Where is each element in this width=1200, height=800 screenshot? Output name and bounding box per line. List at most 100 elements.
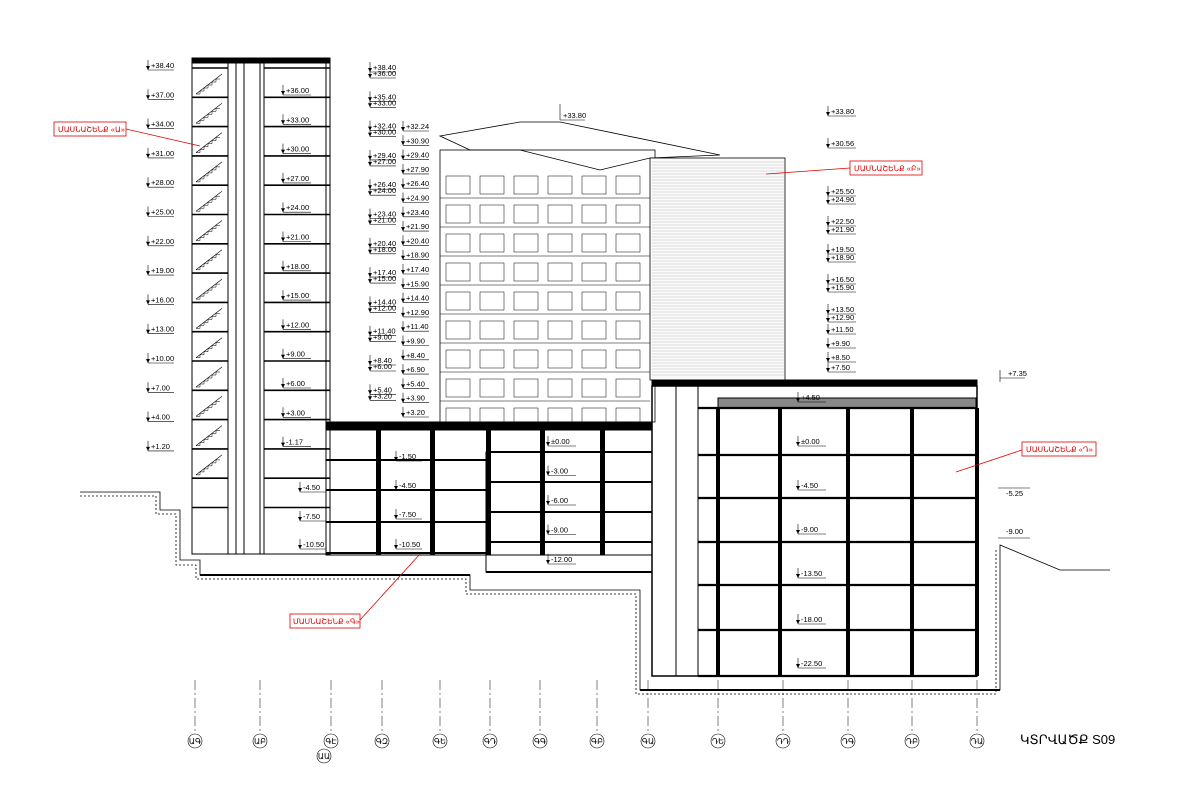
lvl-mid-17-label: +6.90 [406, 365, 425, 374]
b-window [615, 233, 641, 253]
lvl-left-0-label: +38.40 [151, 61, 174, 70]
b-window [581, 291, 607, 311]
lvl-left-5-arrow [146, 212, 150, 217]
lvl-park-0-label: -1.50 [399, 452, 416, 461]
callout-d-label: ՄԱՍՆԱՇԵՆՔ «Դ» [1026, 445, 1093, 454]
b-window [547, 378, 573, 398]
lvl-mid-0-label: +32.24 [406, 122, 429, 131]
lvl-left-7-label: +19.00 [151, 266, 174, 275]
lvl-b-0-arrow [826, 112, 830, 116]
lvl-d-6-arrow [796, 664, 800, 668]
lvl-b-5-arrow [826, 230, 830, 234]
stair-steps [196, 254, 220, 271]
parking-slabs [326, 430, 652, 573]
lvl-d-4-arrow [796, 574, 800, 578]
lvl-inner-4-label: +24.00 [286, 203, 309, 212]
lvl-left-10-label: +10.00 [151, 354, 174, 363]
lvl-left-1-arrow [146, 95, 150, 100]
lvl-inner-0-label: +36.00 [286, 86, 309, 95]
lvl-park-4-arrow [298, 488, 302, 492]
lvl-ramp-3-label: -9.00 [551, 526, 568, 535]
lvl-b-15-label: +7.50 [831, 363, 850, 372]
lvl-d-1-label: ±0.00 [801, 437, 820, 446]
parking-column [540, 430, 545, 555]
lvl-b-14-label: +8.50 [831, 353, 850, 362]
lvl-park-6-label: -10.50 [303, 540, 324, 549]
lvl-inner-7-arrow [281, 296, 285, 301]
lvl-mid-3-label: +27.90 [406, 165, 429, 174]
lvl-inner-10-label: +6.00 [286, 379, 305, 388]
lvl-b-12-label: +11.50 [831, 325, 854, 334]
axis-label-10: ԴԴ [777, 737, 789, 746]
lvl-right-1-arrow [368, 74, 372, 78]
axis-label-2: ԳԷ [325, 737, 336, 746]
b-window [581, 262, 607, 282]
lvl-inner-8-arrow [281, 325, 285, 330]
stair-steps [196, 166, 220, 183]
b-window [445, 378, 471, 398]
b-window [615, 204, 641, 224]
lvl-mid-1-label: +30.90 [406, 136, 429, 145]
level-markers-building-b: +33.80+30.56+25.50+24.90+22.50+21.90+19.… [826, 106, 856, 373]
level-markers-tower-right: +38.40+36.00+35.40+33.00+32.40+30.00+29.… [368, 62, 396, 401]
lvl-mid-20-arrow [401, 413, 405, 417]
lvl-b-7-arrow [826, 258, 830, 262]
lvl-b-11-arrow [826, 318, 830, 322]
lvl-mid-3-arrow [401, 169, 405, 174]
lvl-left-10-arrow [146, 359, 150, 363]
parking-column [600, 430, 605, 555]
lvl-left-13-label: +1.20 [151, 442, 170, 451]
callout-b: ՄԱՍՆԱՇԵՆՔ «Բ» [765, 160, 923, 176]
lvl-inner-2-arrow [281, 149, 285, 154]
lvl-b-10-label: +13.50 [831, 305, 854, 314]
lvl-right-9-label: +24.00 [373, 186, 396, 195]
b-window [479, 378, 505, 398]
axis-label-11: ԴԳ [842, 737, 854, 746]
axis-extra: ԱԱ [316, 748, 332, 764]
b-window [615, 291, 641, 311]
lvl-right-3-arrow [368, 103, 372, 108]
lvl-d-5-arrow [796, 620, 800, 624]
lvl-left-9-arrow [146, 329, 150, 334]
lvl-inner-12-arrow [281, 442, 285, 447]
stair-steps [196, 283, 220, 300]
drawing-title: ԿՏՐՎԱԾՔ S09 [1020, 732, 1115, 747]
stair-steps [196, 401, 220, 417]
lvl-ramp-2-arrow [546, 501, 550, 505]
axis-bubble-4 [432, 733, 448, 749]
lvl-mid-1-arrow [401, 141, 405, 146]
lvl-left-6-label: +22.00 [151, 237, 174, 246]
stair-run [195, 425, 223, 446]
axis-bubble-0 [187, 733, 203, 749]
level-markers-ramp: ±0.00-3.00-6.00-9.00-12.00 [546, 436, 576, 565]
tower-a-stairs [195, 73, 223, 476]
lvl-right-22-label: +5.40 [373, 385, 392, 394]
lvl-d-4-label: -13.50 [801, 569, 822, 578]
lvl-d-0-label: +4.50 [801, 393, 820, 402]
stair-run [195, 337, 223, 358]
axis-bubble-12 [904, 733, 920, 749]
tower-a [191, 57, 331, 555]
lvl-right-8-label: +26.40 [373, 180, 396, 189]
building-b-cladding [652, 161, 785, 376]
b-window [547, 320, 573, 340]
lvl-left-1-label: +37.00 [151, 90, 174, 99]
d-column [975, 408, 979, 676]
lvl-park-6-arrow [298, 545, 302, 549]
b-window [445, 233, 471, 253]
lvl-right-15-label: +15.00 [373, 274, 396, 283]
lvl-right-7-label: +27.00 [373, 157, 396, 166]
lvl-mid-6-label: +23.40 [406, 208, 429, 217]
stair-steps [196, 225, 220, 241]
lvl-park-3-arrow [394, 545, 398, 549]
b-window [615, 320, 641, 340]
lvl-right-5-arrow [368, 132, 372, 137]
stair-run [195, 308, 223, 329]
lvl-mid-10-label: +17.40 [406, 265, 429, 274]
lvl-b-4-label: +22.50 [831, 217, 854, 226]
b-window [513, 175, 539, 195]
b-window [445, 175, 471, 195]
lvl-b-8-label: +16.50 [831, 275, 854, 284]
lvl-park-2-label: -7.50 [399, 510, 416, 519]
lvl-inner-3-arrow [281, 178, 285, 183]
